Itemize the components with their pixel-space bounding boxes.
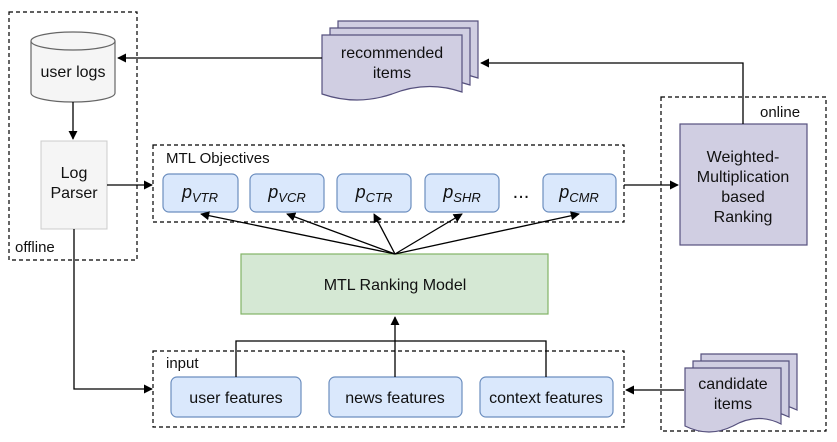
objective-p-symbol: p xyxy=(558,182,569,202)
news-features-label: news features xyxy=(345,390,445,407)
objective-subscript: VTR xyxy=(192,190,218,205)
objective-p-symbol: p xyxy=(181,182,192,202)
log-parser-label-line2: Parser xyxy=(50,185,98,202)
svg-text:pVTR: pVTR xyxy=(181,182,218,205)
candidate-items-label-line1: candidate xyxy=(698,376,767,393)
ranking-label-line4: Ranking xyxy=(714,209,773,226)
objective-subscript: SHR xyxy=(453,190,480,205)
objective-subscript: CTR xyxy=(366,190,393,205)
news-features-box: news features xyxy=(328,376,463,418)
objective-p-shr: pSHR xyxy=(424,173,500,213)
ranking-label-line1: Weighted- xyxy=(707,149,780,166)
online-label: online xyxy=(760,104,800,121)
log-parser-label-line1: Log xyxy=(61,165,88,182)
user-logs-label: user logs xyxy=(41,64,106,81)
svg-text:pVCR: pVCR xyxy=(267,182,305,205)
user-logs-database: user logs xyxy=(30,31,116,103)
recommended-items-label-line1: recommended xyxy=(341,45,443,62)
offline-group xyxy=(8,11,138,261)
svg-text:pCMR: pCMR xyxy=(558,182,599,205)
svg-text:pCTR: pCTR xyxy=(355,182,393,205)
candidate-items-document: candidate items xyxy=(684,353,798,433)
objective-subscript: VCR xyxy=(278,190,305,205)
objective-subscript: CMR xyxy=(569,190,599,205)
user-features-box: user features xyxy=(170,376,302,418)
recommended-items-label-line2: items xyxy=(373,65,411,82)
recommended-items-document: recommended items xyxy=(321,20,479,101)
context-features-label: context features xyxy=(489,390,603,407)
context-features-box: context features xyxy=(479,376,614,418)
candidate-items-label-line2: items xyxy=(714,396,752,413)
ranking-label-line2: Multiplication xyxy=(697,169,789,186)
input-title: input xyxy=(166,355,199,372)
features-to-model-connector xyxy=(235,316,547,377)
ranking-label-line3: based xyxy=(721,189,765,206)
mtl-objectives-title: MTL Objectives xyxy=(166,150,270,167)
objective-p-vtr: pVTR xyxy=(162,173,239,213)
mtl-objectives-group xyxy=(152,144,625,223)
model-to-objectives-fan xyxy=(200,211,580,255)
objective-p-cmr: pCMR xyxy=(542,173,617,213)
offline-label: offline xyxy=(15,239,55,256)
objective-p-ctr: pCTR xyxy=(336,173,412,213)
svg-text:pSHR: pSHR xyxy=(442,182,480,205)
user-features-label: user features xyxy=(189,390,282,407)
objective-p-symbol: p xyxy=(355,182,366,202)
online-group xyxy=(660,96,827,432)
objective-p-vcr: pVCR xyxy=(249,173,325,213)
log-parser-box: Log Parser xyxy=(40,140,108,230)
arrow-ranking-to-recommended xyxy=(480,58,744,124)
objective-p-symbol: p xyxy=(267,182,278,202)
weighted-ranking-box: Weighted- Multiplication based Ranking xyxy=(679,123,808,246)
objective-p-symbol: p xyxy=(442,182,453,202)
objectives-ellipsis: ... xyxy=(513,181,530,203)
mtl-ranking-model-label: MTL Ranking Model xyxy=(324,277,467,294)
mtl-ranking-model-box: MTL Ranking Model xyxy=(240,253,549,315)
arrow-parser-to-input xyxy=(73,229,153,394)
